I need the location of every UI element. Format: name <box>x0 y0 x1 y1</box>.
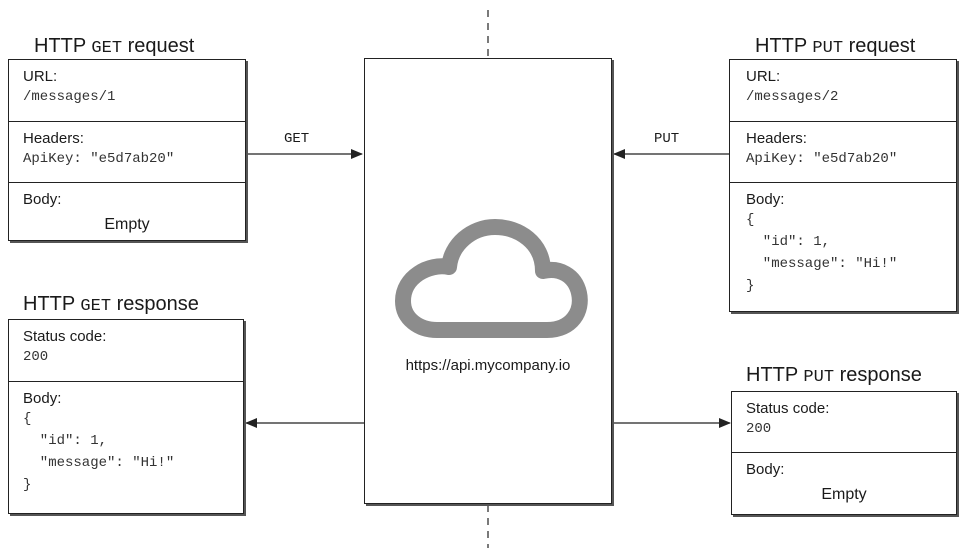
get-request-box: URL: /messages/1 Headers: ApiKey: "e5d7a… <box>8 59 246 241</box>
body-line: } <box>746 278 755 294</box>
get-response-box: Status code: 200 Body: { "id": 1, "messa… <box>8 319 244 514</box>
get-request-body-section: Body: Empty <box>9 182 245 240</box>
url-label: URL: <box>746 68 781 85</box>
put-response-box: Status code: 200 Body: Empty <box>731 391 957 515</box>
url-value: /messages/1 <box>23 89 116 105</box>
put-arrow-label: PUT <box>654 131 680 147</box>
server-url: https://api.mycompany.io <box>405 357 571 374</box>
put-response-title: HTTP PUT response <box>746 364 922 387</box>
body-value: Empty <box>104 216 150 233</box>
body-line: { <box>23 411 32 427</box>
body-label: Body: <box>746 191 785 208</box>
body-line: "message": "Hi!" <box>746 256 898 272</box>
server-box: https://api.mycompany.io <box>364 58 612 504</box>
status-label: Status code: <box>746 400 830 417</box>
body-label: Body: <box>23 390 62 407</box>
headers-value: ApiKey: "e5d7ab20" <box>23 151 175 167</box>
put-response-body-section: Body: Empty <box>732 452 956 514</box>
body-line: "id": 1, <box>746 234 831 250</box>
get-response-body-section: Body: { "id": 1, "message": "Hi!" } <box>9 381 243 513</box>
get-response-status-section: Status code: 200 <box>9 320 243 381</box>
status-value: 200 <box>746 421 772 437</box>
get-arrow-label: GET <box>284 131 310 147</box>
body-line: "id": 1, <box>23 433 108 449</box>
put-request-headers-section: Headers: ApiKey: "e5d7ab20" <box>730 121 956 182</box>
get-request-headers-section: Headers: ApiKey: "e5d7ab20" <box>9 121 245 182</box>
url-label: URL: <box>23 68 58 85</box>
get-request-title: HTTP GET request <box>34 35 195 58</box>
body-line: "message": "Hi!" <box>23 455 175 471</box>
body-line: } <box>23 477 32 493</box>
put-request-title: HTTP PUT request <box>755 35 916 58</box>
headers-value: ApiKey: "e5d7ab20" <box>746 151 898 167</box>
headers-label: Headers: <box>23 130 84 147</box>
status-label: Status code: <box>23 328 107 345</box>
put-response-status-section: Status code: 200 <box>732 392 956 452</box>
put-request-body-section: Body: { "id": 1, "message": "Hi!" } <box>730 182 956 311</box>
body-value: Empty <box>821 486 867 503</box>
status-value: 200 <box>23 349 49 365</box>
put-request-url-section: URL: /messages/2 <box>730 60 956 121</box>
url-value: /messages/2 <box>746 89 839 105</box>
body-line: { <box>746 212 755 228</box>
body-label: Body: <box>23 191 62 208</box>
headers-label: Headers: <box>746 130 807 147</box>
body-label: Body: <box>746 461 785 478</box>
put-request-box: URL: /messages/2 Headers: ApiKey: "e5d7a… <box>729 59 957 312</box>
cloud-icon <box>395 219 588 338</box>
get-response-title: HTTP GET response <box>23 293 199 316</box>
get-request-url-section: URL: /messages/1 <box>9 60 245 121</box>
